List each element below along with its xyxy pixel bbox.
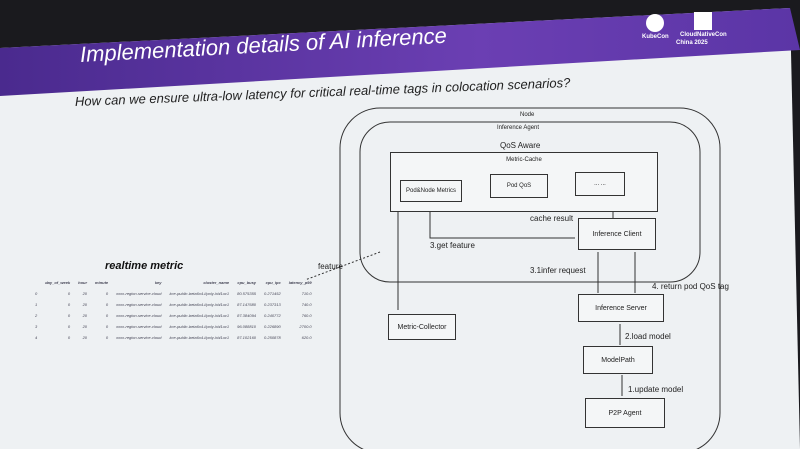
pod-node-metrics-box: Pod&Node Metrics xyxy=(400,180,462,202)
feature-label: feature xyxy=(318,262,343,271)
metric-collector-box: Metric-Collector xyxy=(388,314,456,340)
inference-server-box: Inference Server xyxy=(578,294,664,322)
cache-result-label: cache result xyxy=(530,214,574,223)
pod-qos-box: Pod QoS xyxy=(490,174,548,198)
qos-aware-label: QoS Aware xyxy=(500,141,541,150)
load-model-label: 2.load model xyxy=(625,332,671,341)
get-feature-label: 3.get feature xyxy=(430,241,475,250)
inference-agent-container xyxy=(359,121,701,283)
infer-request-label: 3.1infer request xyxy=(530,266,586,275)
update-model-label: 1.update model xyxy=(628,385,684,394)
cloudnativecon-logo: CloudNativeCon xyxy=(680,12,727,38)
feature-dashed-line xyxy=(304,251,381,281)
node-label: Node xyxy=(520,112,535,118)
model-path-box: ModelPath xyxy=(583,346,653,374)
inference-client-box: Inference Client xyxy=(578,218,656,250)
return-tag-label: 4. return pod QoS tag xyxy=(652,282,729,291)
agent-label: Inference Agent xyxy=(497,125,540,131)
event-label: China 2025 xyxy=(676,40,708,46)
table-title: realtime metric xyxy=(105,260,184,272)
more-box: ... ... xyxy=(575,172,625,196)
node-container xyxy=(339,107,721,449)
p2p-agent-box: P2P Agent xyxy=(585,398,665,428)
kubecon-logo: KubeCon xyxy=(642,14,669,40)
get-feature-line xyxy=(429,204,575,239)
